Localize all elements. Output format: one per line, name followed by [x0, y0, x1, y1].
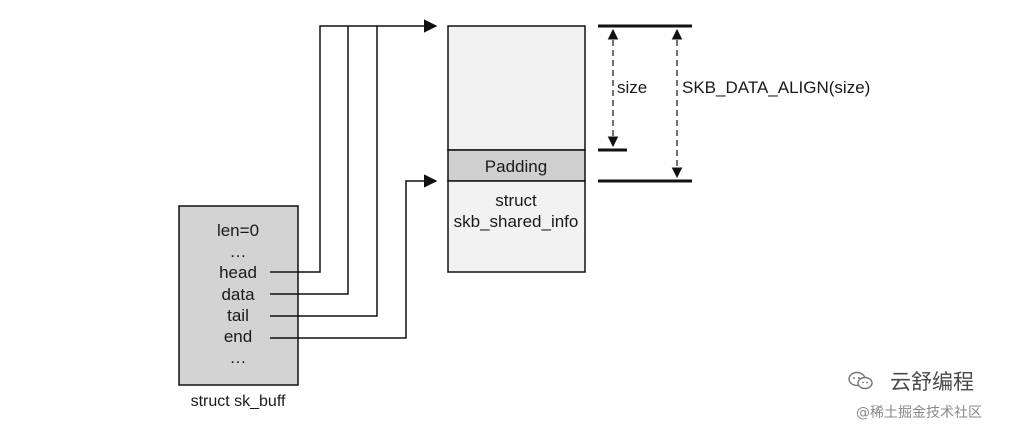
sk-buff-field-ellipsis-top: …	[230, 242, 247, 261]
shared-info-label-line1: struct	[495, 191, 537, 210]
watermark-subtitle: @稀土掘金技术社区	[856, 405, 982, 421]
aligned-size-label: SKB_DATA_ALIGN(size)	[682, 78, 870, 97]
data-buffer-area	[447, 25, 586, 151]
sk-buff-field-ellipsis-bottom: …	[230, 348, 247, 367]
sk-buff-field-head: head	[219, 263, 257, 282]
wechat-icon	[848, 371, 874, 391]
end-pointer-line	[270, 174, 438, 339]
shared-info-region	[447, 180, 586, 273]
sk-buff-field-data: data	[221, 285, 255, 304]
padding-label: Padding	[485, 157, 547, 176]
data-pointer-line	[270, 26, 349, 295]
sk-buff-caption: struct sk_buff	[191, 393, 286, 410]
sk-buff-field-tail: tail	[227, 306, 249, 325]
sk-buff-field-len: len=0	[217, 221, 259, 240]
head-pointer-line	[270, 19, 438, 273]
sk-buff-box	[178, 205, 299, 386]
size-label: size	[617, 78, 647, 97]
watermark-title: 云舒编程	[890, 370, 974, 394]
sk-buff-field-end: end	[224, 327, 252, 346]
shared-info-label-line2: skb_shared_info	[454, 212, 579, 231]
tail-pointer-line	[270, 26, 378, 317]
